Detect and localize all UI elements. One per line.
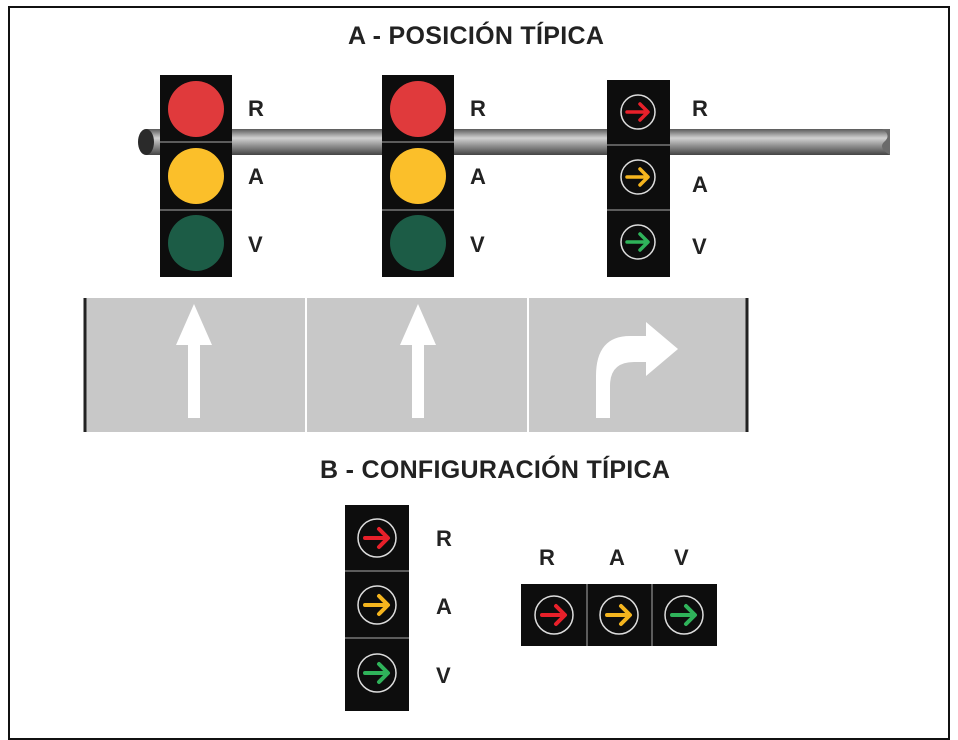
signal-2-circular: [382, 75, 454, 277]
signal-3-label-a: A: [692, 172, 708, 197]
signal-3-label-r: R: [692, 96, 708, 121]
vertical-label-r: R: [436, 526, 452, 551]
signal-1-label-a: A: [248, 164, 264, 189]
vertical-label-v: V: [436, 663, 451, 688]
config-horizontal-signal: [521, 584, 717, 646]
section-a-title: A - POSICIÓN TÍPICA: [348, 22, 605, 50]
right-turn-arrow-marking: [596, 322, 678, 418]
signal-1-circular: [160, 75, 232, 277]
signal-1-label-v: V: [248, 232, 263, 257]
diagram-canvas: [83, 75, 890, 711]
green-lamp: [168, 215, 224, 271]
straight-arrow-marking-2: [400, 304, 436, 418]
signal-2-label-r: R: [470, 96, 486, 121]
amber-arrow-lamp: [620, 159, 656, 195]
horizontal-label-v: V: [674, 545, 689, 570]
red-arrow-lamp: [357, 518, 397, 558]
red-arrow-lamp: [534, 595, 574, 635]
green-arrow-lamp: [357, 653, 397, 693]
red-arrow-lamp: [620, 94, 656, 130]
green-arrow-lamp: [620, 224, 656, 260]
green-arrow-lamp: [664, 595, 704, 635]
red-lamp: [168, 81, 224, 137]
signal-1-label-r: R: [248, 96, 264, 121]
amber-lamp: [390, 148, 446, 204]
signal-3-arrow: [607, 80, 670, 277]
signal-2-label-v: V: [470, 232, 485, 257]
horizontal-label-r: R: [539, 545, 555, 570]
amber-arrow-lamp: [599, 595, 639, 635]
green-lamp: [390, 215, 446, 271]
straight-arrow-marking-1: [176, 304, 212, 418]
red-lamp: [390, 81, 446, 137]
mast-pole: [138, 129, 890, 155]
signal-2-label-a: A: [470, 164, 486, 189]
config-vertical-signal: [345, 505, 409, 711]
horizontal-label-a: A: [609, 545, 625, 570]
signal-3-label-v: V: [692, 234, 707, 259]
amber-lamp: [168, 148, 224, 204]
amber-arrow-lamp: [357, 585, 397, 625]
section-b-title: B - CONFIGURACIÓN TÍPICA: [320, 456, 671, 484]
road-lanes: [83, 298, 749, 432]
vertical-label-a: A: [436, 594, 452, 619]
